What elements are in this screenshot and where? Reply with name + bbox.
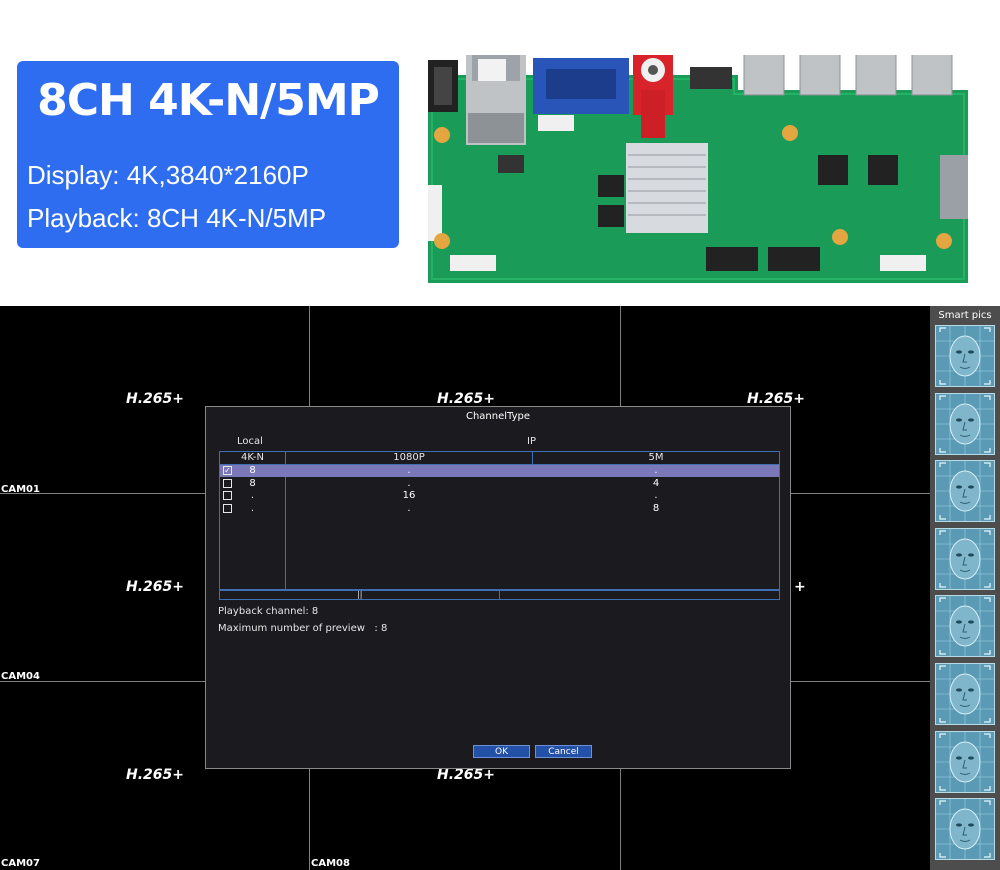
playback-spec: Playback: 8CH 4K-N/5MP: [27, 203, 327, 233]
group-ip-label: IP: [527, 436, 536, 447]
smart-pics-title: Smart pics: [938, 310, 992, 321]
group-local-label: Local: [237, 436, 263, 447]
column-header-5m: 5M: [648, 452, 664, 463]
codec-label: H.265+: [126, 767, 184, 783]
face-scan-icon: [936, 461, 994, 522]
column-divider: [285, 452, 286, 589]
face-scan-icon: [936, 664, 994, 724]
playback-channel-text: Playback channel: 8: [218, 606, 319, 617]
face-scan-icon: [936, 393, 994, 454]
ok-button[interactable]: OK: [473, 745, 530, 758]
codec-label: H.265+: [126, 391, 184, 407]
promo-title: 8CH 4K-N/5MP: [37, 75, 380, 126]
scrollbar-thumb[interactable]: ||: [220, 591, 500, 599]
face-scan-icon: [936, 731, 994, 792]
table-row[interactable]: .. 8: [220, 503, 779, 515]
cell-1080p: 16: [402, 490, 416, 501]
smart-pic-thumbnail[interactable]: [935, 527, 995, 590]
dialog-title: ChannelType: [465, 411, 531, 422]
camera-label-cam01: CAM01: [1, 484, 40, 495]
cell-4k-n: .: [250, 502, 255, 514]
smart-pics-panel: Smart pics: [930, 306, 1000, 870]
cell-5m: 4: [652, 477, 660, 489]
row-checkbox[interactable]: [223, 491, 232, 500]
face-scan-icon: [936, 596, 994, 657]
column-header-4k-n: 4K-N: [241, 452, 264, 463]
smart-pic-thumbnail[interactable]: [935, 392, 995, 455]
channel-type-table: 4K-N 1080P 5M ✓8..8.4.16...8: [219, 451, 780, 590]
row-checkbox[interactable]: [223, 478, 232, 488]
camera-label-cam07: CAM07: [1, 858, 40, 869]
codec-label: H.265+: [126, 579, 184, 595]
row-checkbox[interactable]: ✓: [223, 466, 232, 475]
face-scan-icon: [936, 528, 994, 589]
cell-4k-n: 8: [249, 477, 256, 489]
promo-box: 8CH 4K-N/5MP Display: 4K,3840*2160P Play…: [17, 61, 399, 248]
cell-1080p: .: [407, 502, 411, 514]
max-preview-text: Maximum number of preview : 8: [218, 623, 388, 634]
column-divider: [532, 452, 533, 464]
cell-4k-n: .: [250, 490, 255, 501]
grip-icon: ||: [357, 590, 363, 599]
smart-pic-thumbnail[interactable]: [935, 730, 995, 793]
table-row[interactable]: ✓ 8..: [220, 465, 779, 477]
cell-1080p: .: [407, 477, 411, 489]
cancel-button[interactable]: Cancel: [535, 745, 592, 758]
camera-label-cam08: CAM08: [311, 858, 350, 869]
table-row[interactable]: . 16.: [220, 490, 779, 502]
table-row[interactable]: 8.4: [220, 478, 779, 490]
smart-pic-thumbnail[interactable]: [935, 798, 995, 861]
column-header-1080p: 1080P: [393, 452, 425, 463]
dvr-live-view: H.265+ H.265+ H.265+ H.265+ + H.265+ H.2…: [0, 306, 1000, 870]
codec-label: H.265+: [437, 767, 495, 783]
smart-pic-thumbnail[interactable]: [935, 460, 995, 523]
face-scan-icon: [936, 799, 994, 860]
row-checkbox[interactable]: [223, 503, 232, 513]
smart-pic-thumbnail[interactable]: [935, 663, 995, 725]
cell-1080p: .: [407, 465, 411, 476]
cell-5m: 8: [652, 502, 660, 514]
face-scan-icon: [936, 326, 994, 386]
codec-label: H.265+: [747, 391, 805, 407]
cell-5m: .: [654, 465, 658, 476]
cell-4k-n: 8: [249, 465, 256, 476]
display-spec: Display: 4K,3840*2160P: [27, 160, 309, 190]
camera-label-cam04: CAM04: [1, 671, 40, 682]
product-banner: 8CH 4K-N/5MP Display: 4K,3840*2160P Play…: [0, 0, 1000, 306]
header-divider: [220, 464, 779, 465]
smart-pic-thumbnail[interactable]: [935, 325, 995, 387]
cell-5m: .: [654, 490, 658, 501]
channel-type-dialog: ChannelType Local IP 4K-N 1080P 5M ✓8..8…: [205, 406, 791, 769]
codec-label-partial: +: [794, 579, 806, 595]
circuit-board-image: [428, 55, 968, 283]
horizontal-scrollbar[interactable]: ||: [219, 590, 780, 600]
codec-label: H.265+: [437, 391, 495, 407]
smart-pic-thumbnail[interactable]: [935, 595, 995, 658]
